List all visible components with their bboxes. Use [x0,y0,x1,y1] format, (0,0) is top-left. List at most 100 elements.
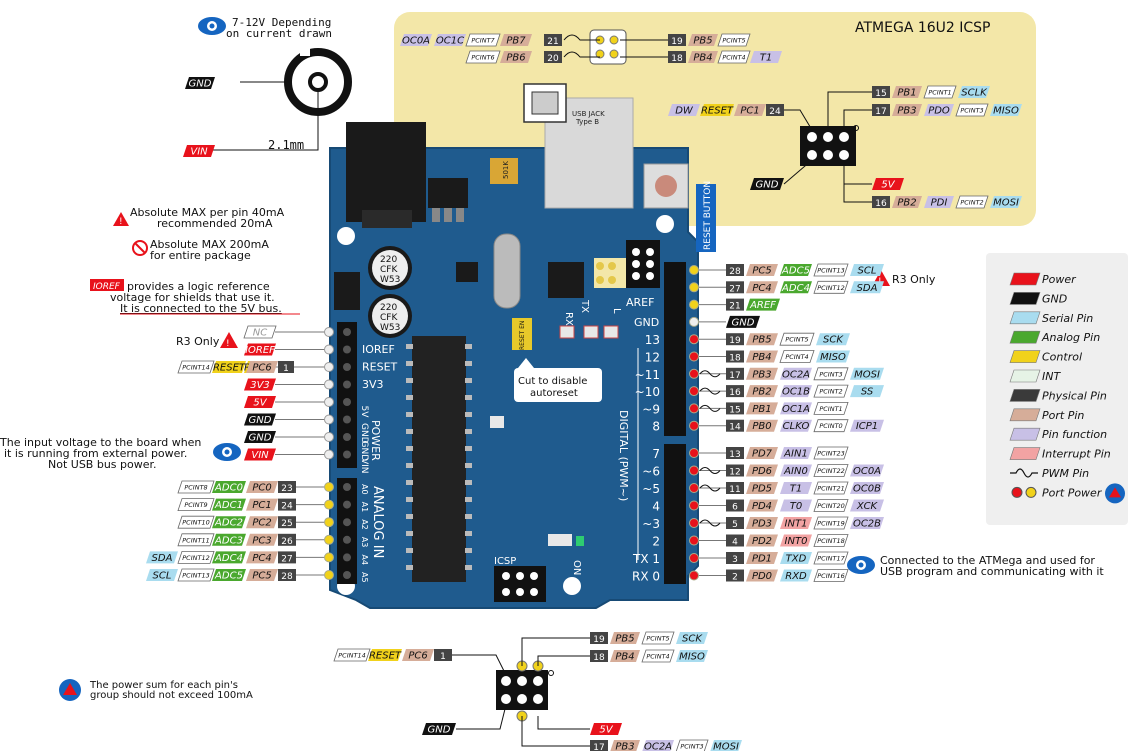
pin-dot [324,327,334,337]
pin-function: TXD [780,552,812,565]
pcint-tag: PCINT10 [177,515,215,529]
port-pin: PB1 [892,86,922,99]
serial-tag: MOSI [850,367,884,380]
analog-header[interactable] [337,478,357,584]
svg-text:PB1: PB1 [897,88,916,99]
svg-text:TXD: TXD [786,554,807,565]
legend-label: Interrupt Pin [1042,448,1111,461]
pcint-tag: PCINT4 [641,649,675,663]
pcint-tag: PCINT23 [813,446,849,460]
legend-label: PWM Pin [1042,467,1089,480]
svg-text:MISO: MISO [820,352,846,363]
legend-item-analog: Analog Pin [1009,330,1100,344]
reset-button[interactable] [643,163,689,209]
pcint-tag: PCINT6 [465,50,501,64]
regulator-leg [432,208,440,222]
prohibited-icon [132,240,148,256]
physical-pin: 20 [547,54,559,64]
right-aref-tag: AREF [746,298,780,311]
reset-en-jumper[interactable] [512,318,532,350]
jack-size: 2.1mm [268,138,304,152]
pin-function: T1 [750,51,782,64]
warning-icon [220,332,238,348]
mounting-hole [337,227,355,245]
svg-text:PC4: PC4 [752,283,771,294]
physical-pin: 17 [875,107,886,117]
digital-pin-dot [689,500,699,511]
physical-pin: 12 [729,468,740,478]
pin-dot [324,379,334,390]
port-pin: PD5 [746,482,778,495]
digital-pin-dot [689,420,699,431]
legend-label: Serial Pin [1042,312,1093,325]
port-pin: PB5 [746,333,778,346]
physical-pin: 13 [729,450,740,460]
pin-function-extra: XCK [850,499,884,512]
power-pin-3v3: 3V3 [244,378,276,391]
physical-pin: 21 [729,302,740,312]
port-pin: PC5 [246,569,278,582]
legend-label: GND [1042,292,1067,305]
digital-header-top[interactable] [664,262,686,436]
serial-tag: SS [850,385,884,398]
svg-text:PD2: PD2 [752,536,772,547]
port-pin: PD7 [746,447,778,460]
atmega328p-chip [412,336,466,582]
capacitor-face [372,298,408,334]
physical-pin: 1 [283,364,289,374]
pin-function: INT0 [780,534,812,547]
port-pin: PB6 [500,51,532,64]
digital-pin-dot [689,465,699,476]
dc-jack-base [362,210,412,228]
svg-text:PC6: PC6 [252,363,271,374]
power-header[interactable] [337,322,357,468]
led [596,276,604,284]
capacitor-text: 220 [380,303,397,313]
icsp-header-board[interactable] [494,566,546,602]
board-pin-label: ~11 [635,368,660,382]
svg-text:AREF: AREF [749,300,776,311]
serial-tag: MISO [676,650,708,663]
port-pin: PB5 [688,34,718,47]
legend-item-serial: Serial Pin [1009,311,1093,325]
pwm-wave-icon [699,519,721,527]
legend-item-control: Control [1009,350,1082,364]
port-pin: PD6 [746,464,778,477]
svg-text:PCINT13: PCINT13 [182,572,209,580]
svg-text:PC1: PC1 [252,500,271,511]
serial-tag: MISO [990,104,1022,117]
pcint-tag: PCINT2 [813,384,849,398]
svg-text:PCINT18: PCINT18 [817,537,844,545]
pcint-tag: PCINT17 [813,551,849,565]
pin-function-extra: OC0B [850,482,884,495]
svg-text:PCINT3: PCINT3 [819,370,842,378]
power-pin-gnd: GND [244,413,276,426]
pcint-tag: PCINT2 [955,195,989,209]
legend-item-function: Pin function [1009,427,1107,441]
digital-pin-dot [689,570,699,581]
analog-pin-dot [324,499,334,510]
svg-text:PCINT4: PCINT4 [785,353,808,361]
port-pin: PC2 [246,516,278,529]
digital-pin-dot [689,368,699,379]
svg-text:PCINT16: PCINT16 [817,572,844,580]
svg-text:PCINT0: PCINT0 [819,422,842,430]
svg-text:ADC4: ADC4 [781,283,810,294]
svg-text:5V: 5V [599,725,613,736]
digital-header-bottom[interactable] [664,444,686,584]
power-pin-nc: NC [243,325,277,339]
svg-text:PCINT5: PCINT5 [785,336,808,344]
port-pin: PB5 [610,632,640,645]
capacitor-face [372,250,408,286]
legend-label: Power [1042,273,1077,286]
icsp2-header-board[interactable] [626,240,660,288]
legend-item-pwm: PWM Pin [1010,467,1089,480]
legend-swatch [1009,330,1041,344]
legend-label: INT [1042,370,1061,383]
pin-function-extra: OC2B [850,517,884,530]
svg-text:GND: GND [732,317,755,328]
svg-text:5V: 5V [881,180,895,191]
reset-button-cap[interactable] [655,175,677,197]
svg-text:PD3: PD3 [752,519,772,530]
